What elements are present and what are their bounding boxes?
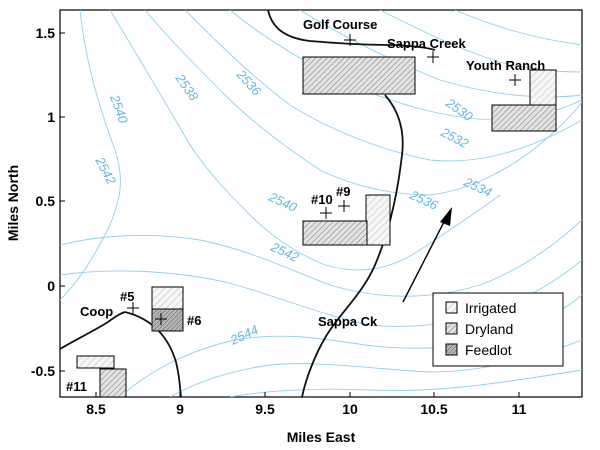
plus-marker (155, 313, 167, 325)
field-irrigated (365, 194, 391, 246)
plus-marker (320, 207, 332, 219)
legend-irrigated-label: Irrigated (465, 300, 516, 316)
well-9-label: #9 (336, 184, 350, 199)
flow-arrow (402, 207, 452, 303)
y-axis-title: Miles North (5, 165, 21, 241)
youth-ranch-label: Youth Ranch (466, 58, 545, 73)
well-6-label: #6 (187, 313, 201, 328)
x-tick-label: 10.5 (420, 401, 447, 417)
y-tick-label: 0.5 (36, 193, 56, 209)
x-axis-title: Miles East (287, 429, 356, 445)
field-irrigated (151, 286, 184, 310)
field-feedlot (151, 308, 184, 332)
creek-southwest (124, 311, 182, 397)
plus-marker (509, 74, 521, 86)
x-tick-label: 11 (512, 401, 527, 417)
contour-line (60, 10, 121, 301)
creek-north (267, 10, 436, 51)
plus-marker (127, 302, 139, 314)
coop-label: Coop (80, 304, 113, 319)
legend-swatch-dryland (445, 322, 458, 335)
plus-marker (338, 200, 350, 212)
legend: Irrigated Dryland Feedlot (432, 292, 564, 367)
field-dryland (99, 368, 127, 397)
legend-swatch-irrigated (445, 301, 458, 314)
plus-marker (344, 34, 356, 46)
golf-course-label: Golf Course (303, 17, 377, 32)
field-dryland (491, 104, 557, 132)
x-tick-label: 8.5 (86, 401, 106, 417)
well-markers (127, 34, 521, 325)
legend-feedlot-label: Feedlot (465, 342, 512, 358)
sappa-creek (301, 94, 404, 397)
contour-line (60, 219, 582, 297)
well-5-label: #5 (120, 289, 134, 304)
creek-west-branch (60, 311, 126, 350)
contour-line (109, 10, 501, 271)
contour-line (144, 10, 582, 196)
legend-swatch-feedlot (445, 343, 458, 356)
plus-marker (427, 51, 439, 63)
well-11-label: #11 (66, 379, 87, 394)
contour-line (379, 10, 582, 73)
field-irrigated (302, 56, 416, 95)
contour-line (184, 10, 582, 162)
field-feedlot (529, 69, 557, 107)
contour-line (454, 10, 582, 46)
field-irrigated (76, 355, 115, 369)
y-tick-label: 1.5 (36, 25, 56, 41)
contour-line (229, 369, 582, 397)
legend-dryland-label: Dryland (465, 321, 513, 337)
y-axis-ticks (60, 32, 65, 372)
y-tick-label: 1 (47, 109, 55, 125)
field-dryland (302, 220, 368, 246)
y-tick-label: -0.5 (31, 363, 55, 379)
sappa-ck-label: Sappa Ck (318, 314, 378, 329)
x-tick-label: 9 (176, 401, 184, 417)
y-tick-label: 0 (47, 278, 55, 294)
well-10-label: #10 (311, 192, 333, 207)
x-tick-label: 10 (342, 401, 358, 417)
x-tick-label: 9.5 (255, 401, 275, 417)
sappa-creek-label: Sappa Creek (387, 36, 467, 51)
plot-area: 2540 2538 2536 2530 2532 2534 2536 2540 … (60, 10, 582, 397)
x-axis-ticks (95, 392, 520, 397)
